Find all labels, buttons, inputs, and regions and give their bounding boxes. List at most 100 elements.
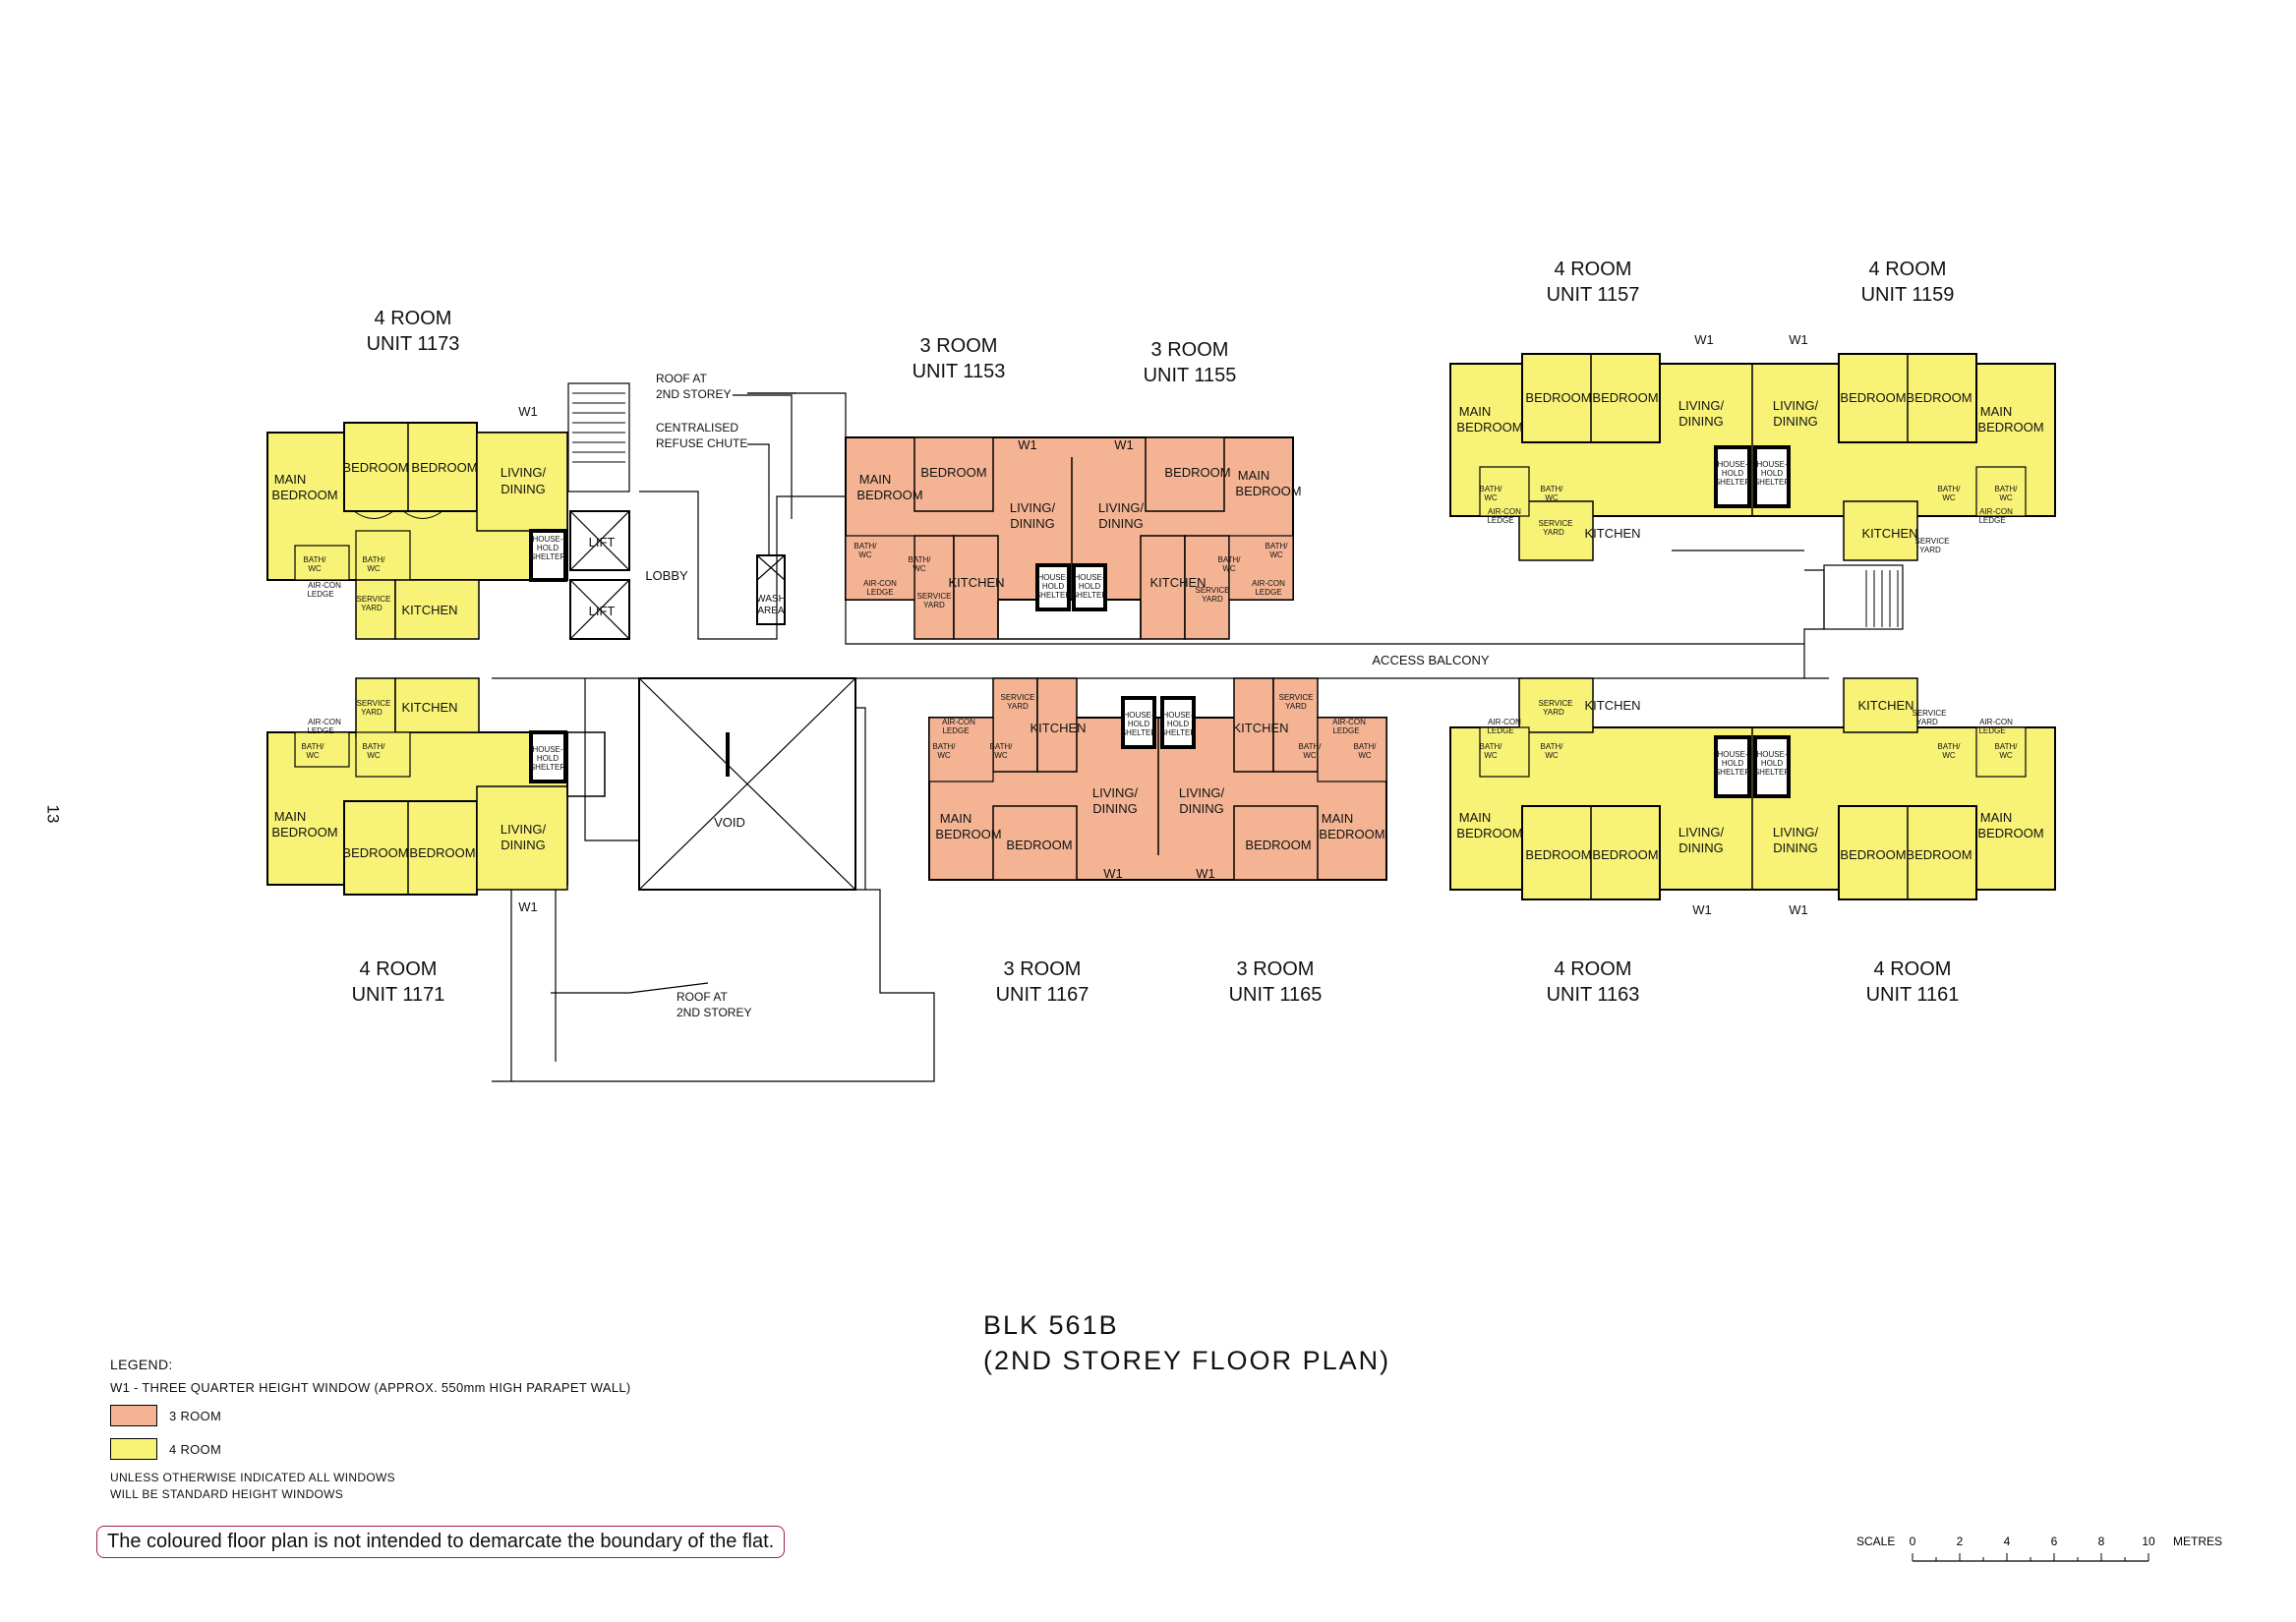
scale-tick: 0	[1910, 1535, 1916, 1548]
roof-label: ROOF AT	[656, 372, 707, 385]
unit-1153-1155-rooms: MAIN BEDROOM BEDROOM LIVING/ DINING LIVI…	[854, 437, 1302, 609]
unit-1171-plan	[266, 677, 606, 896]
room-label: KITCHEN	[1857, 698, 1913, 713]
room-label: HOLD	[1722, 469, 1743, 478]
room-label: YARD	[1202, 595, 1223, 604]
storey-name: (2ND STOREY FLOOR PLAN)	[983, 1346, 1391, 1375]
lift-label: LIFT	[589, 604, 616, 618]
room-label: BATH/	[854, 542, 878, 550]
room-label: SERVICE	[1196, 586, 1230, 595]
legend-note-2: WILL BE STANDARD HEIGHT WINDOWS	[110, 1487, 344, 1501]
refuse-chute-label: REFUSE CHUTE	[656, 436, 747, 450]
unit-1157-type: 4 ROOM	[1555, 259, 1632, 280]
room-label: HOLD	[1079, 582, 1100, 591]
room-label: YARD	[1543, 708, 1564, 717]
room-label: DINING	[1179, 801, 1224, 816]
room-label: BEDROOM	[1592, 847, 1658, 862]
unit-1163-type: 4 ROOM	[1555, 958, 1632, 980]
unit-1173-type: 4 ROOM	[375, 308, 452, 329]
room-label: WC	[308, 564, 322, 573]
room-label: SERVICE	[1539, 519, 1573, 528]
unit-1161-number: UNIT 1161	[1866, 984, 1960, 1006]
room-label: HOUSE-	[1037, 573, 1068, 582]
room-label: DINING	[1678, 840, 1724, 855]
room-label: WC	[1358, 751, 1372, 760]
common-area	[492, 382, 1904, 1082]
window-label: W1	[1789, 902, 1808, 917]
room-label: LIVING/	[1092, 785, 1139, 800]
room-label: BEDROOM	[342, 460, 408, 475]
room-label: BATH/	[1541, 485, 1564, 493]
scale-tick: 6	[2051, 1535, 2058, 1548]
room-label: LEDGE	[1978, 726, 2005, 735]
window-label: W1	[518, 404, 538, 419]
room-label: MAIN	[1322, 811, 1354, 826]
room-label: YARD	[923, 601, 945, 609]
room-label: SERVICE	[917, 592, 952, 601]
window-label: W1	[1789, 332, 1808, 347]
room-label: WC	[858, 550, 872, 559]
window-label: W1	[1692, 902, 1712, 917]
room-label: KITCHEN	[1584, 698, 1640, 713]
room-label: SHELTER	[1072, 591, 1108, 600]
room-label: WC	[1545, 751, 1559, 760]
room-label: BATH/	[302, 742, 325, 751]
room-label: HOLD	[1761, 759, 1783, 768]
room-label: BEDROOM	[1235, 484, 1301, 498]
unit-1153-number: UNIT 1153	[913, 361, 1006, 382]
room-label: DINING	[500, 838, 546, 852]
room-label: YARD	[1919, 546, 1941, 554]
room-label: LEDGE	[942, 726, 969, 735]
room-label: AIR-CON	[1979, 718, 2013, 726]
room-label: SHELTER	[1754, 478, 1791, 487]
window-label: W1	[1018, 437, 1037, 452]
room-label: LIVING/	[1773, 825, 1819, 840]
refuse-chute-label: CENTRALISED	[656, 421, 738, 434]
room-label: BEDROOM	[1245, 838, 1311, 852]
unit-1155-number: UNIT 1155	[1144, 365, 1237, 386]
room-label: DINING	[1773, 840, 1818, 855]
room-label: BEDROOM	[1525, 390, 1591, 405]
room-label: BATH/	[363, 742, 386, 751]
room-label: WC	[367, 751, 381, 760]
unit-1173-rooms: MAIN BEDROOM BEDROOM BEDROOM LIVING/ DIN…	[271, 404, 565, 617]
room-label: WC	[913, 564, 926, 573]
legend-w1-note: W1 - THREE QUARTER HEIGHT WINDOW (APPROX…	[110, 1380, 631, 1395]
room-label: SERVICE	[1915, 537, 1950, 546]
room-label: AIR-CON	[1488, 507, 1521, 516]
room-label: BATH/	[909, 555, 932, 564]
room-label: BATH/	[1354, 742, 1378, 751]
room-label: LEDGE	[866, 588, 893, 597]
room-label: HOUSE-	[1717, 750, 1747, 759]
room-label: BEDROOM	[1525, 847, 1591, 862]
room-label: BATH/	[1218, 555, 1242, 564]
room-label: YARD	[361, 604, 383, 612]
unit-1163-1161-rooms: MAIN BEDROOM BEDROOM BEDROOM LIVING/ DIN…	[1456, 698, 2043, 917]
room-label: SHELTER	[1035, 591, 1072, 600]
room-label: WC	[1999, 751, 2013, 760]
room-label: BATH/	[1995, 485, 2019, 493]
room-label: BEDROOM	[1906, 847, 1972, 862]
room-label: SHELTER	[1160, 728, 1197, 737]
room-label: BATH/	[990, 742, 1014, 751]
room-label: BATH/	[1995, 742, 2019, 751]
room-label: WC	[1999, 493, 2013, 502]
unit-1173-number: UNIT 1173	[367, 333, 460, 355]
room-label: YARD	[361, 708, 383, 717]
unit-1153-1155-plan	[845, 436, 1294, 640]
unit-1165-type: 3 ROOM	[1237, 958, 1315, 980]
scale-bar-graphic: SCALE 0 2 4 6 8 10 METRES	[1856, 1535, 2222, 1562]
room-label: BATH/	[1480, 485, 1503, 493]
lobby-label: LOBBY	[645, 568, 688, 583]
roof-label: ROOF AT	[677, 990, 728, 1004]
room-label: BEDROOM	[1977, 420, 2043, 434]
scale-tick: 4	[2004, 1535, 2011, 1548]
room-label: WC	[1942, 493, 1956, 502]
room-label: BEDROOM	[1840, 847, 1906, 862]
scale-tick: 8	[2098, 1535, 2105, 1548]
room-label: YARD	[1285, 702, 1307, 711]
room-label: WC	[1484, 751, 1498, 760]
room-label: LEDGE	[1487, 516, 1513, 525]
room-label: WC	[1942, 751, 1956, 760]
